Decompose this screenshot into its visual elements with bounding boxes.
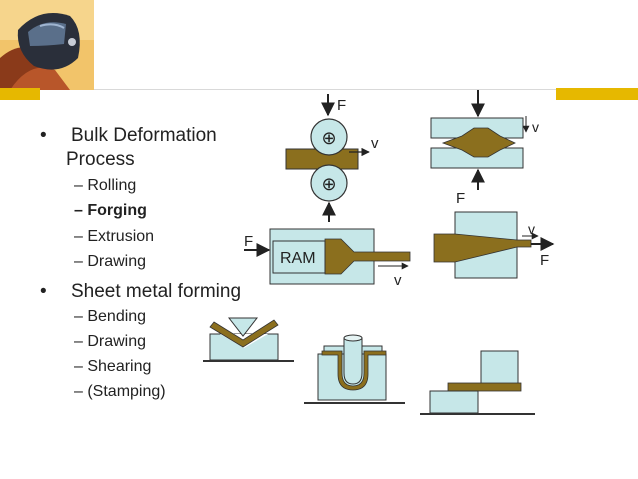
sheet-metal-heading: Sheet metal forming xyxy=(71,281,242,302)
forging-diagram: v F xyxy=(430,90,539,207)
drawing-velocity-label: v xyxy=(528,221,535,237)
list-item-shearing: – Shearing xyxy=(74,358,152,375)
sheared-sheet xyxy=(447,382,522,392)
drawing-diagram: v F xyxy=(433,211,555,279)
extrusion-force-label: F xyxy=(244,233,253,250)
bulk-deformation-heading: Bulk Deformation xyxy=(71,125,217,146)
lower-roller xyxy=(310,164,348,202)
header-accent-bar-right xyxy=(556,88,638,100)
drawn-stock xyxy=(433,233,532,263)
ram-label: RAM xyxy=(280,250,316,267)
extrusion-diagram: RAM F v xyxy=(244,228,411,289)
list-item-rolling: – Rolling xyxy=(74,177,137,194)
forging-velocity-label: v xyxy=(532,119,539,135)
list-item-forging: – Forging xyxy=(74,202,147,219)
welder-photo xyxy=(0,0,94,90)
punch-top xyxy=(343,334,363,342)
rolling-diagram: ⊕ ⊕ F v xyxy=(285,94,379,222)
forging-force-label: F xyxy=(456,190,465,207)
list-item-bending: – Bending xyxy=(74,308,147,325)
roller-axis-symbol: ⊕ xyxy=(321,128,336,148)
drawn-cup xyxy=(321,350,387,391)
extrusion-ram xyxy=(272,240,326,274)
bending-diagram xyxy=(203,317,294,362)
upper-roller xyxy=(310,118,348,156)
draw-punch xyxy=(343,337,363,385)
roller-axis-symbol: ⊕ xyxy=(321,174,336,194)
shear-lower-blade xyxy=(429,390,479,414)
list-item-extrusion: – Extrusion xyxy=(74,228,155,245)
shearing-diagram xyxy=(420,350,535,415)
forged-workpiece xyxy=(441,127,516,158)
bulk-deformation-heading-cont: Process xyxy=(66,149,135,170)
rolling-force-label: F xyxy=(337,97,346,114)
bent-sheet xyxy=(209,319,279,348)
bullet-list: • Bulk Deformation Process – Rolling – F… xyxy=(0,0,300,479)
rolling-velocity-label: v xyxy=(371,135,379,152)
extruded-billet xyxy=(324,238,411,275)
header-accent-bar-left xyxy=(0,88,40,100)
drawing-force-label: F xyxy=(540,252,549,269)
list-item-sheet-drawing: – Drawing xyxy=(74,333,147,350)
title-divider xyxy=(94,89,556,90)
list-item-drawing: – Drawing xyxy=(74,253,147,270)
shear-upper-blade xyxy=(480,350,519,386)
sheet-drawing-diagram xyxy=(304,334,405,404)
extrusion-velocity-label: v xyxy=(394,272,402,289)
bending-punch xyxy=(227,317,259,337)
list-item-stamping: – (Stamping) xyxy=(74,383,166,400)
bullet-marker: • xyxy=(40,125,47,146)
bullet-marker: • xyxy=(40,281,47,302)
